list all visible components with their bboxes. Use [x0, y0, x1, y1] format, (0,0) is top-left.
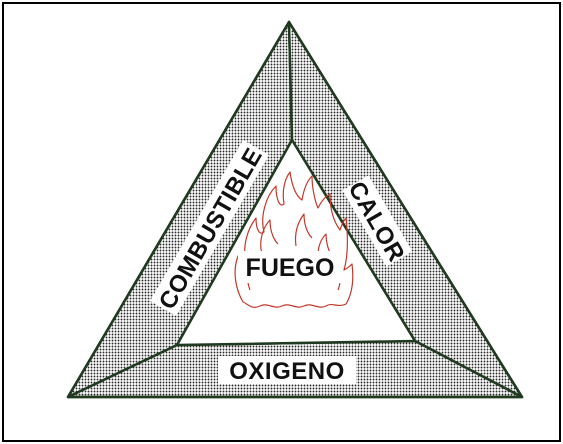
- center-label-bg: [238, 251, 343, 283]
- bottom-label-bg: [218, 356, 356, 384]
- center-label: FUEGO: [246, 254, 335, 282]
- right-label-bg: [342, 175, 413, 267]
- flame-icon: [234, 171, 354, 308]
- left-label-bg: [150, 139, 270, 317]
- bottom-side-label: OXIGENO: [229, 358, 345, 385]
